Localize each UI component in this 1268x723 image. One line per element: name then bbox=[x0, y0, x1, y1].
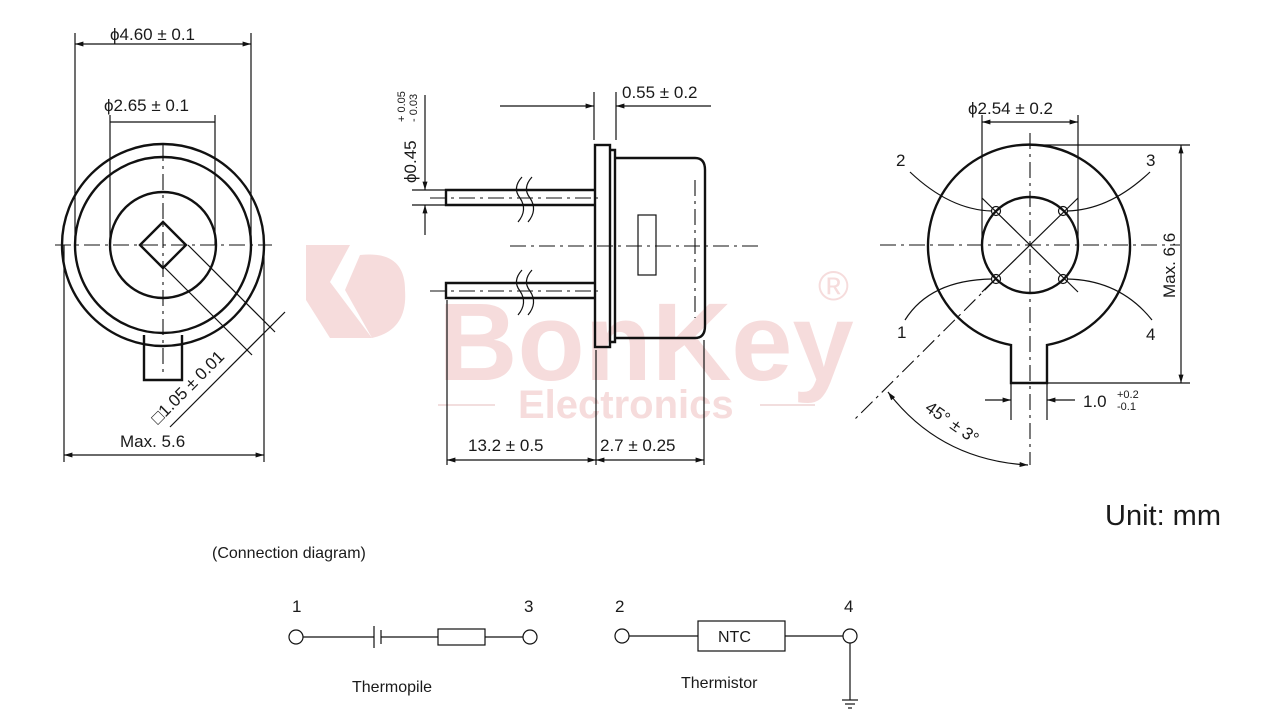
window bbox=[637, 214, 657, 276]
ground-icon bbox=[842, 699, 858, 709]
thermistor-circuit: 2 4 NTC Thermistor bbox=[614, 597, 858, 709]
tab-tol-plus: +0.2 bbox=[1117, 389, 1139, 401]
ntc-label: NTC bbox=[718, 629, 751, 646]
watermark-sub: Electronics bbox=[518, 383, 734, 427]
terminal-3 bbox=[522, 629, 538, 645]
pin-2-label: 2 bbox=[896, 151, 905, 170]
pin-3-terminal-label: 3 bbox=[524, 597, 533, 616]
pin-2-terminal-label: 2 bbox=[615, 597, 624, 616]
tab-tol-minus: -0.1 bbox=[1117, 401, 1136, 413]
pin-3-label: 3 bbox=[1146, 151, 1155, 170]
watermark: BonKey Electronics ® bbox=[306, 245, 854, 427]
pin-4-label: 4 bbox=[1146, 325, 1155, 344]
unit-label: Unit: mm bbox=[1105, 500, 1221, 532]
base-outline bbox=[926, 143, 1132, 385]
lead-tol-minus: - 0.03 bbox=[408, 94, 420, 122]
window-diameter-label: ϕ2.65 ± 0.1 bbox=[104, 96, 189, 115]
connection-diagram: (Connection diagram) 1 3 Thermopile 2 4 … bbox=[212, 545, 858, 709]
side-view: ϕ0.45 + 0.05 - 0.03 0.55 ± 0.2 13.2 ± 0.… bbox=[396, 83, 760, 465]
pin-1-terminal-label: 1 bbox=[292, 597, 301, 616]
watermark-logo bbox=[306, 245, 372, 338]
terminal-1 bbox=[288, 629, 304, 645]
bottom-view: 2 3 1 4 ϕ2.54 ± 0.2 Max. 6.6 1.0 +0.2 -0… bbox=[851, 99, 1190, 468]
outer-diameter-label: ϕ4.60 ± 0.1 bbox=[110, 25, 195, 44]
chip-size-label: □1.05 ± 0.01 bbox=[147, 347, 228, 428]
max-width-label: Max. 5.6 bbox=[120, 432, 185, 451]
body-height-label: 2.7 ± 0.25 bbox=[600, 436, 676, 455]
pin-1-label: 1 bbox=[897, 323, 906, 342]
tab-width-label: 1.0 bbox=[1083, 392, 1107, 411]
watermark-registered: ® bbox=[818, 262, 849, 309]
angle-label: 45° ± 3° bbox=[922, 398, 983, 448]
cap-body bbox=[615, 156, 707, 340]
pin-circle-label: ϕ2.54 ± 0.2 bbox=[968, 99, 1053, 118]
lead-length-label: 13.2 ± 0.5 bbox=[468, 436, 544, 455]
thermopile-label: Thermopile bbox=[352, 679, 432, 696]
watermark-brand: BonKey bbox=[438, 281, 854, 404]
front-view: ϕ4.60 ± 0.1 ϕ2.65 ± 0.1 □1.05 ± 0.01 Max… bbox=[55, 25, 286, 462]
thermopile-circuit: 1 3 Thermopile bbox=[288, 597, 538, 696]
tab bbox=[142, 335, 184, 382]
flange-label: 0.55 ± 0.2 bbox=[622, 83, 698, 102]
connection-title: (Connection diagram) bbox=[212, 545, 366, 562]
lead-diameter-label: ϕ0.45 bbox=[401, 140, 420, 183]
terminal-2 bbox=[614, 628, 630, 644]
resistor-symbol bbox=[437, 628, 486, 646]
pin-4-terminal-label: 4 bbox=[844, 597, 853, 616]
watermark-logo-b bbox=[345, 254, 406, 338]
thermistor-label: Thermistor bbox=[681, 675, 758, 692]
lead-tol-plus: + 0.05 bbox=[396, 91, 408, 122]
terminal-4 bbox=[842, 628, 858, 644]
max-height-label: Max. 6.6 bbox=[1160, 233, 1179, 298]
